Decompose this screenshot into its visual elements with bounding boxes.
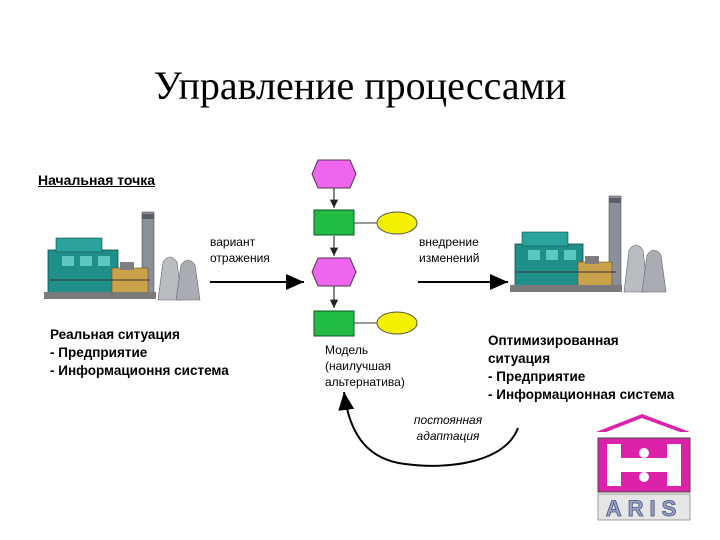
event-hexagon-2 — [311, 257, 357, 287]
adaptation-arrow — [338, 391, 519, 467]
info-object-2 — [376, 311, 418, 335]
aris-logo: ARIS — [596, 414, 691, 521]
function-box-1 — [313, 209, 355, 236]
event-hexagon-1 — [311, 159, 357, 189]
function-box-2 — [313, 310, 355, 337]
left-factory-image — [44, 211, 201, 301]
epc-process-chain — [311, 159, 418, 337]
aris-logo-text: ARIS — [606, 496, 683, 521]
info-object-1 — [376, 211, 418, 235]
right-factory-image — [510, 195, 667, 293]
real-situation-text: Реальная ситуация- Предприятие- Информац… — [50, 327, 229, 378]
start-point-label: Начальная точка — [38, 172, 156, 188]
page-title: Управление процессами — [153, 63, 567, 108]
